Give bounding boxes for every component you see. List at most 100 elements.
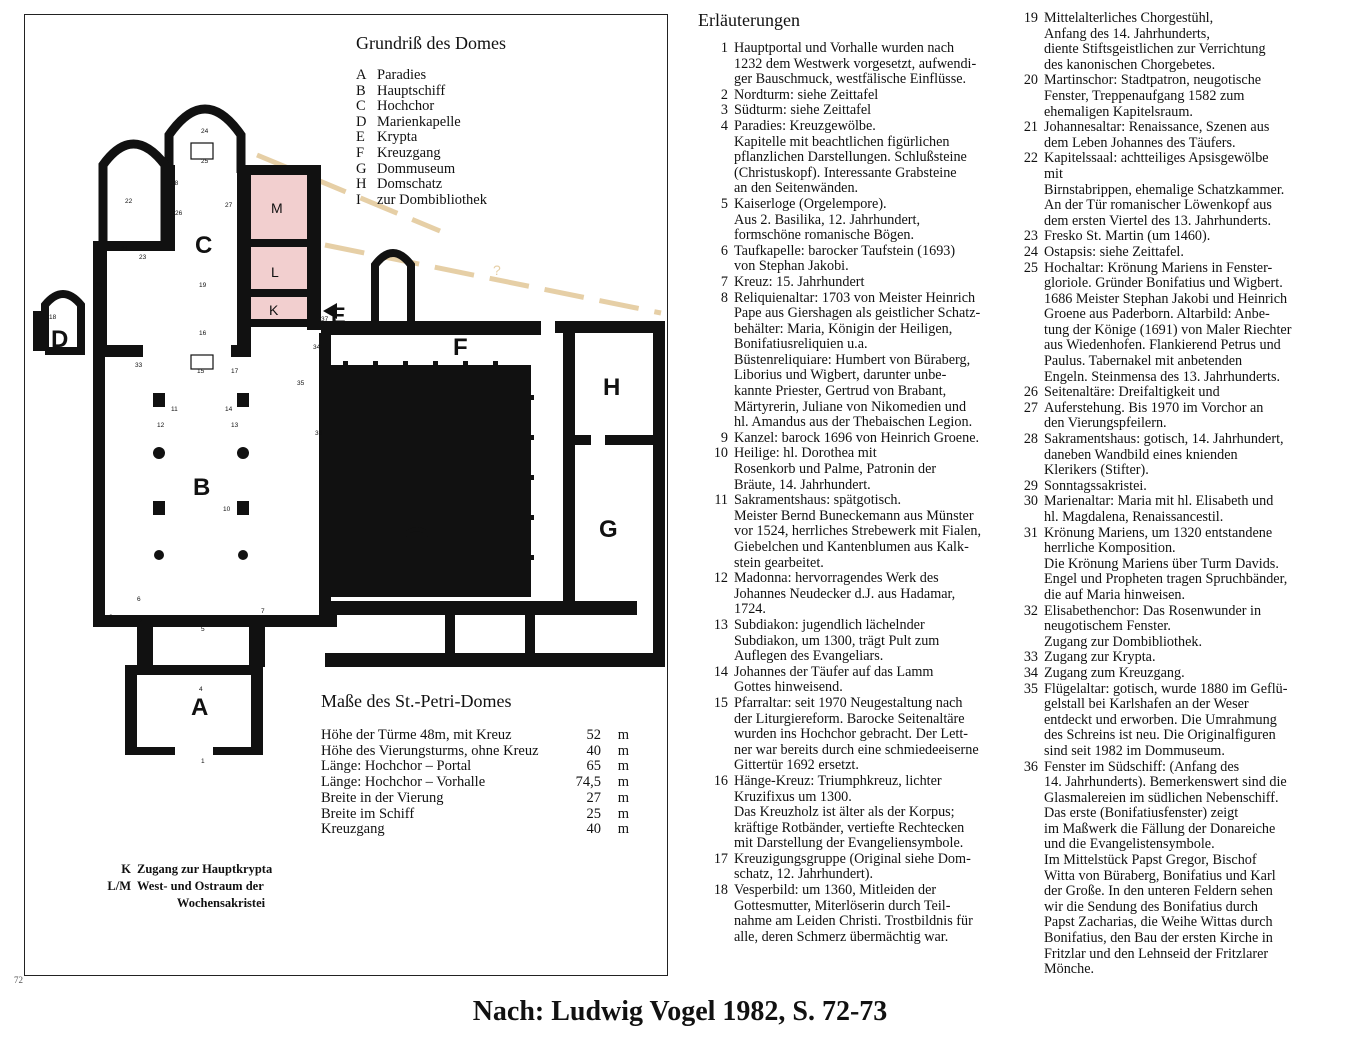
plan-number-label: 5 xyxy=(201,626,205,633)
legend-key: I xyxy=(356,191,361,208)
legend-key: G xyxy=(356,160,367,177)
dimension-label: Länge: Hochchor – Vorhalle xyxy=(321,774,486,791)
east-apse xyxy=(164,104,246,173)
plan-number-label: 28 xyxy=(171,180,179,187)
legend-key: E xyxy=(356,129,365,146)
dimension-unit: m xyxy=(617,821,629,838)
legend-text: Kreuzgang xyxy=(377,144,441,161)
dimension-value: 40 xyxy=(586,821,602,838)
dimension-unit: m xyxy=(617,727,629,743)
explanation-text: Subdiakon: jugendlich lächelnder Subdiak… xyxy=(734,616,940,665)
explanation-text: Paradies: Kreuzgewölbe. Kapitelle mit be… xyxy=(734,117,967,197)
plan-number-label: 20 xyxy=(95,282,103,289)
floor-plan-drawing: C B A D E F G H M L K ? 1234567891011121… xyxy=(33,104,665,765)
legend-key: H xyxy=(356,176,367,193)
marienkapelle xyxy=(41,290,85,355)
explanation-text: Kreuz: 15. Jahrhundert xyxy=(734,273,865,290)
plan-title: Grundriß des Domes xyxy=(356,33,506,53)
dimension-unit: m xyxy=(617,758,629,775)
explanation-number: 28 xyxy=(1023,431,1038,448)
explanation-text: Heilige: hl. Dorothea mit Rosenkorb und … xyxy=(734,445,937,493)
explanation-text: Hänge-Kreuz: Triumphkreuz, lichter Kruzi… xyxy=(734,772,965,852)
note-text: Wochensakristei xyxy=(176,896,266,910)
explanation-text: Elisabethenchor: Das Rosenwunder in neug… xyxy=(1044,602,1262,650)
label-f: F xyxy=(453,334,468,361)
explanation-text: Zugang zum Kreuzgang. xyxy=(1044,664,1185,681)
explanation-text: Fenster im Südschiff: (Anfang des 14. Ja… xyxy=(1044,758,1287,978)
explanation-number: 4 xyxy=(720,117,728,134)
explanation-number: 25 xyxy=(1023,259,1038,276)
legend-text: Domschatz xyxy=(377,176,443,193)
explanation-text: Kreuzigungsgruppe (Original siehe Dom- s… xyxy=(734,850,971,883)
plan-number-label: 35 xyxy=(297,380,305,387)
note-text: West- und Ostraum der xyxy=(137,879,264,893)
room-k xyxy=(241,297,311,323)
source-caption: Nach: Ludwig Vogel 1982, S. 72-73 xyxy=(472,996,888,1027)
plan-number-label: 11 xyxy=(171,406,178,413)
arrow-icon xyxy=(323,303,337,319)
legend-text: Hauptschiff xyxy=(377,82,446,99)
legend-text: Marienkapelle xyxy=(377,113,461,130)
dimension-label: Höhe der Türme 48m, mit Kreuz xyxy=(321,727,512,743)
explanation-number: 18 xyxy=(713,882,728,899)
label-e: E xyxy=(331,303,346,328)
dimension-value: 25 xyxy=(586,805,602,822)
plan-number-label: 16 xyxy=(199,330,207,337)
note-key: K xyxy=(121,862,131,876)
explanation-text: Mittelalterliches Chorgestühl, Anfang de… xyxy=(1044,10,1266,73)
explanation-text: Zugang zur Krypta. xyxy=(1044,649,1156,666)
label-l: L xyxy=(271,264,279,280)
explanation-number: 32 xyxy=(1023,602,1038,619)
explanation-number: 11 xyxy=(714,492,728,509)
explanation-text: Reliquienaltar: 1703 von Meister Heinric… xyxy=(734,289,981,431)
nave-piers xyxy=(153,393,249,560)
label-question: ? xyxy=(493,262,501,278)
explanation-text: Nordturm: siehe Zeittafel xyxy=(734,86,879,103)
explanation-number: 20 xyxy=(1023,72,1038,89)
dimension-label: Kreuzgang xyxy=(321,821,385,838)
label-h: H xyxy=(603,374,620,401)
explanations-title: Erläuterungen xyxy=(698,10,800,30)
legend-text: Krypta xyxy=(377,129,418,146)
dimension-value: 52 xyxy=(586,727,602,743)
legend-text: Dommuseum xyxy=(377,160,456,177)
explanation-number: 27 xyxy=(1023,399,1038,416)
plan-number-label: 1 xyxy=(201,758,205,765)
dimension-value: 74,5 xyxy=(575,774,601,791)
explanation-text: Ostapsis: siehe Zeittafel. xyxy=(1044,243,1184,260)
explanation-number: 24 xyxy=(1023,243,1038,260)
plan-number-label: 26 xyxy=(175,210,183,217)
room-l xyxy=(241,245,311,295)
explanation-number: 2 xyxy=(720,86,728,103)
plan-number-label: 10 xyxy=(223,506,231,513)
explanation-number: 33 xyxy=(1023,649,1038,666)
dimension-unit: m xyxy=(617,789,629,806)
explanation-text: Krönung Mariens, um 1320 entstandene her… xyxy=(1044,524,1288,603)
explanation-number: 23 xyxy=(1023,228,1038,245)
plan-number-label: 12 xyxy=(157,422,165,429)
church-walls xyxy=(33,104,665,755)
explanation-number: 3 xyxy=(720,102,728,119)
plan-number-label: 27 xyxy=(225,202,233,209)
plan-number-label: 3 xyxy=(261,640,265,647)
plan-number-label: 13 xyxy=(231,422,239,429)
sacristy-rooms xyxy=(241,173,311,323)
